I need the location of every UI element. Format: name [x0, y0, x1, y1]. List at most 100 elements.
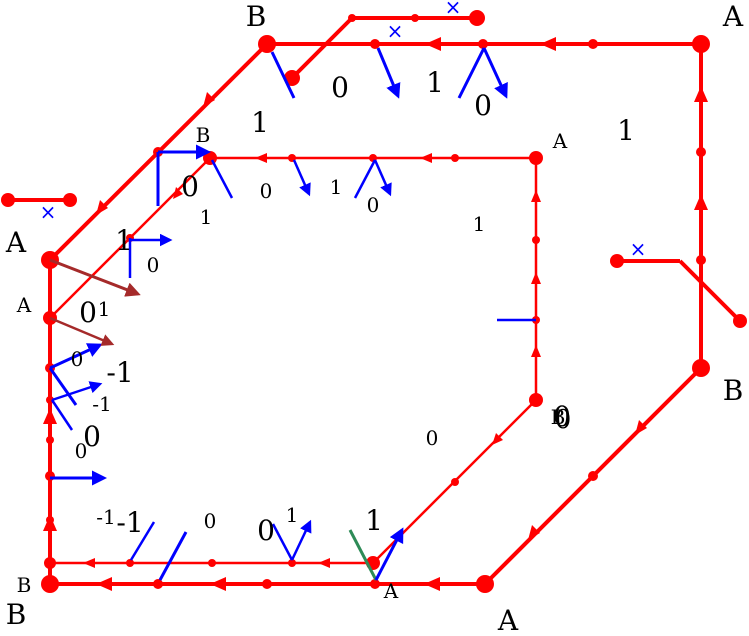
vertex-outer-top-right: [692, 35, 710, 53]
value-label: 0: [147, 253, 160, 277]
midpoint-small: [451, 154, 459, 162]
arrow-inner-right-3: [531, 345, 541, 357]
vertex-dots: [41, 35, 710, 593]
vertex-inner-top-right: [529, 151, 543, 165]
vector-tick: [48, 367, 78, 406]
vertex-outer-right-bottom: [692, 359, 710, 377]
value-label: 1: [115, 224, 133, 257]
arrow-outer-left-1: [43, 408, 57, 424]
value-label: 0: [331, 71, 349, 104]
label-inner-left: A: [16, 293, 32, 317]
arrow-outer-top-1: [540, 37, 556, 51]
value-label: 0: [204, 509, 217, 533]
value-label: 0: [181, 170, 199, 203]
blue-vectors: [48, 47, 536, 581]
vector-arrow: [49, 343, 103, 370]
midpoint: [588, 471, 598, 481]
edge-direction-arrows: [43, 37, 708, 591]
midpoint-small: [46, 516, 54, 524]
value-label: 0: [260, 179, 273, 203]
vertex-inner-right-bottom: [529, 393, 543, 407]
midpoint: [153, 579, 163, 589]
value-label: -1: [106, 356, 133, 389]
segment-top-diag: [290, 16, 354, 80]
vector-arrow: [373, 159, 392, 197]
arrow-outer-right-1: [694, 86, 708, 102]
value-label: 1: [473, 212, 486, 236]
arrow-outer-rightdiag-2: [528, 525, 540, 540]
arrow-inner-top-2: [255, 153, 267, 163]
label-outer-top-left: B: [246, 0, 267, 33]
cross-mark: ×: [630, 237, 647, 261]
arrow-inner-bottom-2: [83, 558, 95, 568]
value-label: 0: [474, 89, 492, 122]
segment-top-mid: [411, 14, 419, 22]
value-label: 1: [365, 504, 383, 537]
vertex-inner-bottom-left: [44, 557, 56, 569]
label-inner-bottom-left: B: [17, 573, 32, 597]
vector-tick: [210, 159, 234, 199]
arrow-inner-top-1: [420, 153, 432, 163]
segment-right-end: [733, 314, 747, 328]
arrow-outer-leftdiag-2: [96, 200, 108, 215]
dangling-segments: [1, 10, 747, 328]
arrow-outer-right-2: [694, 194, 708, 210]
midpoint-small: [288, 559, 296, 567]
vector-tick: [270, 51, 296, 99]
outer-polygon: [48, 42, 703, 586]
value-label: 0: [367, 193, 380, 217]
cross-marks: × × × ×: [40, 0, 647, 261]
value-label: -1: [96, 505, 115, 529]
vector-arrow: [290, 519, 312, 561]
vector-arrow: [374, 527, 404, 581]
midpoint-small: [532, 236, 540, 244]
value-label: 1: [286, 503, 299, 527]
vertex-outer-bottom-right: [476, 575, 494, 593]
midpoint: [370, 39, 380, 49]
value-label: 1: [617, 114, 635, 147]
segment-top-corner: [348, 14, 356, 22]
segment-right-start: [610, 254, 624, 268]
value-label: 0: [79, 296, 97, 329]
vertex-labels: B A A B B A B A A B B A: [5, 0, 744, 636]
vector-arrow: [292, 159, 311, 197]
vertex-outer-bottom-left: [41, 575, 59, 593]
label-outer-bottom-left: B: [6, 598, 27, 631]
cross-mark: ×: [387, 19, 404, 43]
vector-tick: [353, 159, 377, 199]
value-label: 1: [98, 297, 111, 321]
midpoint: [696, 255, 706, 265]
vector-tick: [348, 529, 378, 581]
brown-vectors: [49, 258, 141, 346]
segment-right-diag: [678, 259, 742, 323]
segment-top-end: [469, 10, 485, 26]
label-inner-top-right: A: [552, 129, 568, 153]
arrow-outer-bottom-2: [210, 577, 226, 591]
midpoint-small: [46, 436, 54, 444]
midpoint-small: [126, 559, 134, 567]
value-label: 0: [426, 426, 439, 450]
vector-tick: [50, 399, 74, 431]
midpoint-small: [208, 559, 216, 567]
midpoint-small: [451, 478, 459, 486]
arrow-outer-leftdiag-1: [203, 92, 215, 107]
arrow-inner-rightdiag: [492, 433, 503, 445]
label-outer-right-bottom: B: [723, 374, 744, 407]
value-label: 1: [251, 106, 269, 139]
value-label: -1: [92, 392, 111, 416]
arrow-inner-bottom-1: [318, 558, 330, 568]
value-label: 1: [200, 205, 213, 229]
midpoint: [588, 39, 598, 49]
value-label: -1: [116, 506, 143, 539]
vector-tick: [129, 521, 156, 561]
value-label: 0: [555, 405, 572, 435]
vector-arrow: [51, 381, 103, 402]
midpoint: [370, 579, 380, 589]
midpoint: [262, 579, 272, 589]
arrow-outer-rightdiag-1: [635, 420, 647, 435]
label-inner-bottom-right: A: [383, 579, 399, 603]
label-outer-top-right: A: [722, 0, 744, 33]
label-outer-left-top: A: [5, 226, 27, 259]
arrow-outer-top-2: [425, 37, 441, 51]
